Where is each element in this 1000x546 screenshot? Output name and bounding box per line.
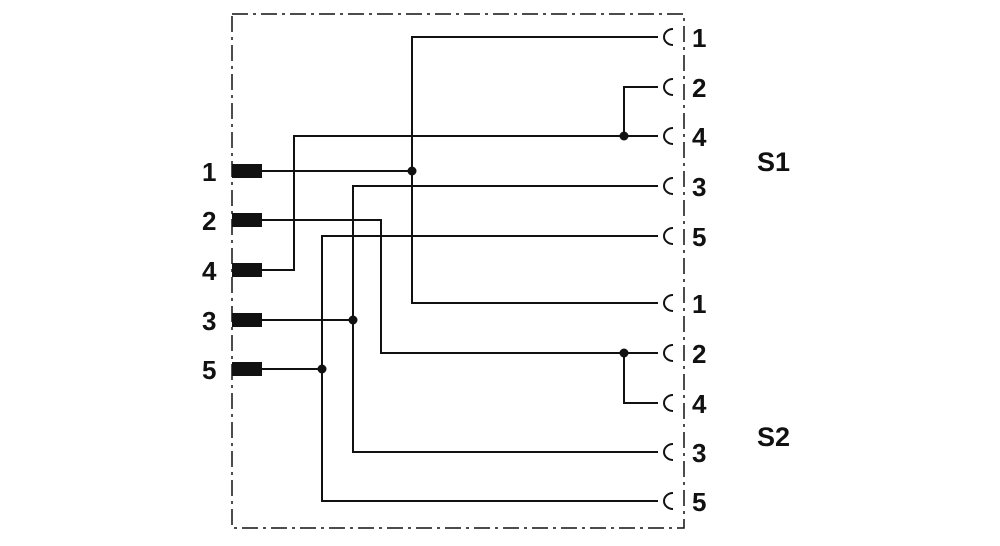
plug-pin-5 [232,362,262,376]
socket-label: 2 [692,73,706,103]
plug-pin-1 [232,164,262,178]
socket-label: 3 [692,438,706,468]
socket-label: 4 [692,122,707,152]
plug-labels: 1 2 4 3 5 [202,157,217,385]
socket-label: 5 [692,487,706,517]
plug-pins [232,164,262,376]
socket-contact [663,78,674,96]
plug-label: 1 [202,157,216,187]
plug-pin-4 [232,263,262,277]
socket-contact [663,443,674,461]
group-label-s2: S2 [757,422,790,452]
wires [261,36,658,502]
plug-label: 2 [202,206,216,236]
socket-label: 4 [692,389,707,419]
wire-pin4 [261,86,658,271]
junction-dot [619,131,629,141]
socket-contact [663,28,674,46]
socket-label: 5 [692,222,706,252]
socket-contact [663,344,674,362]
socket-labels: 1 2 4 3 5 1 2 4 3 5 [692,23,707,517]
socket-contact [663,127,674,145]
junctions [317,131,629,374]
junction-dot [407,166,417,176]
socket-contact [663,227,674,245]
plug-pin-2 [232,213,262,227]
plug-label: 5 [202,355,216,385]
plug-label: 3 [202,306,216,336]
socket-contact [663,394,674,412]
socket-contact [663,294,674,312]
socket-label: 3 [692,172,706,202]
socket-label: 1 [692,23,706,53]
plug-label: 4 [202,256,217,286]
socket-label: 1 [692,289,706,319]
socket-contacts [663,28,674,510]
socket-label: 2 [692,339,706,369]
junction-dot [317,364,327,374]
group-label-s1: S1 [757,147,790,177]
housing-outline [231,13,685,529]
socket-contact [663,177,674,195]
junction-dot [348,315,358,325]
wire-pin2 [261,219,658,404]
plug-pin-3 [232,313,262,327]
junction-dot [619,348,629,358]
socket-contact [663,492,674,510]
